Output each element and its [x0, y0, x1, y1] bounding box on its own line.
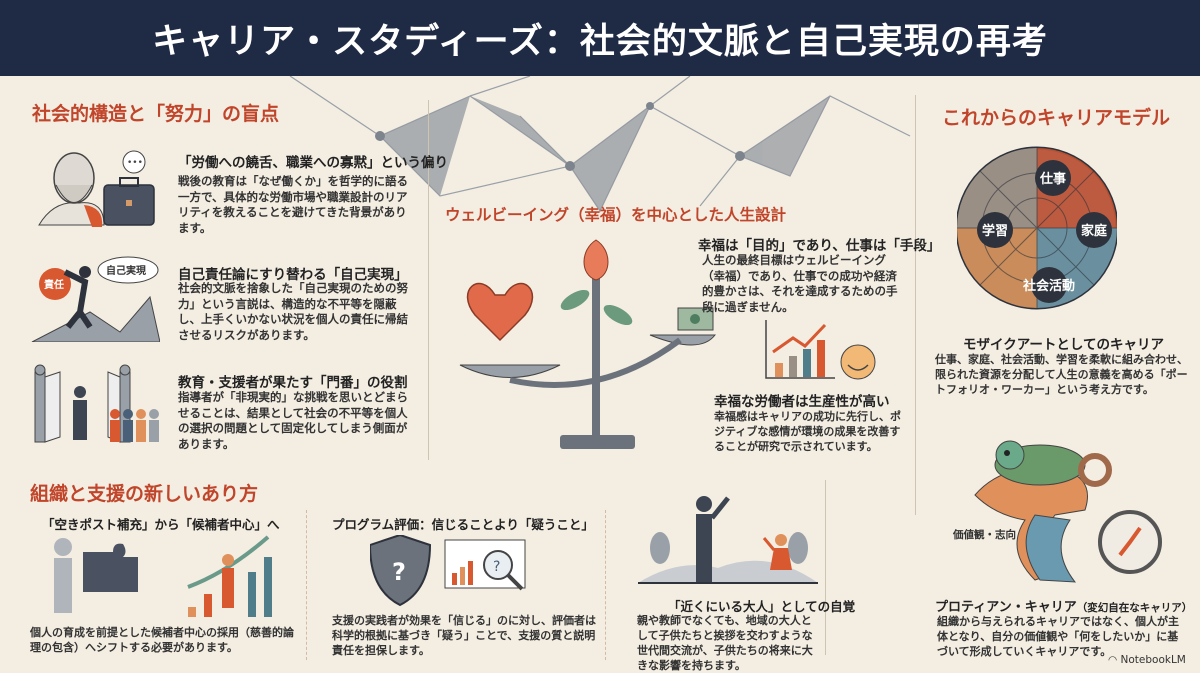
- item-body: 支援の実践者が効果を「信じる」のに対し、評価者は科学的根拠に基づき「疑う」ことで…: [332, 614, 596, 657]
- svg-text:仕事: 仕事: [1039, 171, 1066, 187]
- item-title: プロティアン・キャリア（変幻自在なキャリア）: [935, 596, 1192, 615]
- section-heading-organization: 組織と支援の新しいあり方: [30, 483, 259, 505]
- svg-text:責任: 責任: [44, 278, 64, 291]
- svg-text:家庭: 家庭: [1081, 223, 1108, 239]
- item-body: 指導者が「非現実的」な挑戦を思いとどまらせることは、結果として社会の不平等を個人…: [178, 390, 408, 451]
- item-body: 親や教師でなくても、地域の大人として子供たちと挨拶を交わすような世代間交流が、子…: [637, 614, 813, 672]
- item-title: 「空きポスト補充」から「候補者中心」へ: [42, 517, 280, 532]
- growth-chart-smiley-icon: [765, 320, 876, 380]
- item-title: 自己責任論にすり替わる「自己実現」: [178, 267, 408, 283]
- section-heading-wellbeing: ウェルビーイング（幸福）を中心とした人生設計: [445, 206, 787, 224]
- puzzle-growth-icon: [54, 535, 272, 617]
- title-bar: キャリア・スタディーズ：社会的文脈と自己実現の再考: [0, 0, 1200, 76]
- protean-title: プロティアン・キャリア: [935, 600, 1077, 615]
- svg-text:価値観・志向: 価値観・志向: [952, 528, 1016, 541]
- item-title: 「近くにいる大人」としての自覚: [668, 599, 856, 614]
- item-body: 戦後の教育は「なぜ働くか」を哲学的に語る一方で、具体的な労働市場や職業設計のリア…: [178, 174, 408, 235]
- divider: [306, 510, 307, 660]
- section-heading-career-model: これからのキャリアモデル: [942, 107, 1171, 129]
- svg-text:?: ?: [392, 558, 406, 586]
- balance-scale-icon: [459, 239, 717, 449]
- divider: [428, 100, 429, 460]
- item-body: 仕事、家庭、社会活動、学習を柔軟に組み合わせ、限られた資源を分配して人生の意義を…: [935, 353, 1188, 396]
- svg-text:自己実現: 自己実現: [106, 264, 146, 277]
- svg-text:社会活動: 社会活動: [1022, 278, 1075, 294]
- item-body: 個人の育成を前提とした候補者中心の採用（慈善的論理の包含）へシフトする必要があり…: [30, 626, 294, 654]
- philosopher-briefcase-icon: •••: [38, 150, 155, 227]
- divider: [605, 510, 606, 660]
- item-title: プログラム評価：信じることより「疑うこと」: [332, 517, 594, 532]
- item-title: モザイクアートとしてのキャリア: [963, 337, 1165, 353]
- notebooklm-logo-icon: ◠: [1108, 654, 1121, 666]
- page-title: キャリア・スタディーズ：社会的文脈と自己実現の再考: [152, 21, 1048, 62]
- gatekeeper-icon: [34, 364, 159, 443]
- item-title: 幸福は「目的」であり、仕事は「手段」: [698, 238, 941, 254]
- item-body: 社会的文脈を捨象した「自己実現のための努力」という言説は、構造的な不平等を隠蔽し…: [178, 281, 408, 342]
- divider: [825, 480, 826, 655]
- svg-text:•••: •••: [127, 158, 143, 168]
- network-decoration: [289, 76, 911, 213]
- item-title: 幸福な労働者は生産性が高い: [714, 394, 890, 410]
- svg-text:学習: 学習: [982, 223, 1008, 239]
- item-title: 教育・支援者が果たす「門番」の役割: [178, 375, 408, 391]
- adult-child-waving-icon: [638, 496, 818, 584]
- divider: [915, 95, 916, 515]
- chameleon-river-compass-icon: 価値観・志向: [952, 440, 1162, 583]
- protean-subtitle: （変幻自在なキャリア）: [1076, 602, 1193, 614]
- item-body: 幸福感はキャリアの成功に先行し、ポジティブな感情が環境の成果を改善することが研究…: [714, 410, 901, 453]
- notebooklm-brand: ◠ NotebookLM: [1108, 654, 1186, 666]
- item-body: 人生の最終目標はウェルビーイング（幸福）であり、仕事での成功や経済的豊かさは、そ…: [702, 253, 898, 314]
- brand-text: NotebookLM: [1120, 654, 1186, 666]
- item-body: 組織から与えられるキャリアではなく、個人が主体となり、自分の価値観や「何をしたい…: [937, 615, 1179, 658]
- svg-text:?: ?: [493, 559, 500, 575]
- burden-climber-icon: 責任 自己実現: [31, 256, 160, 342]
- shield-magnifier-icon: ? ?: [370, 535, 526, 607]
- item-title: 「労働への饒舌、職業への寡黙」という偏り: [178, 155, 448, 171]
- section-heading-social-structure: 社会的構造と「努力」の盲点: [32, 103, 280, 125]
